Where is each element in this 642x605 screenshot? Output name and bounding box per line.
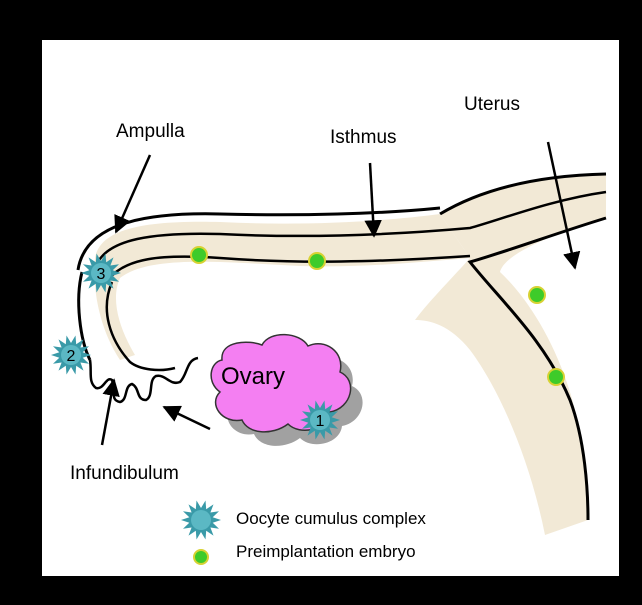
ovary-label: Ovary bbox=[221, 363, 285, 390]
embryo-marker bbox=[191, 247, 207, 263]
legend-embryo-label: Preimplantation embryo bbox=[236, 542, 416, 561]
embryo-marker bbox=[309, 253, 325, 269]
uterus-label: Uterus bbox=[464, 94, 520, 115]
isthmus-label: Isthmus bbox=[330, 127, 397, 148]
infundibulum-label: Infundibulum bbox=[70, 463, 179, 484]
oocyte-number: 1 bbox=[316, 413, 325, 430]
ampulla-label: Ampulla bbox=[116, 121, 185, 142]
embryo-marker bbox=[548, 369, 564, 385]
oocyte-core bbox=[191, 510, 211, 530]
legend-oocyte-label: Oocyte cumulus complex bbox=[236, 509, 426, 528]
legend-embryo-icon bbox=[194, 550, 208, 564]
oocyte-number: 3 bbox=[97, 266, 106, 283]
oocyte-number: 2 bbox=[67, 348, 76, 365]
embryo-marker bbox=[529, 287, 545, 303]
